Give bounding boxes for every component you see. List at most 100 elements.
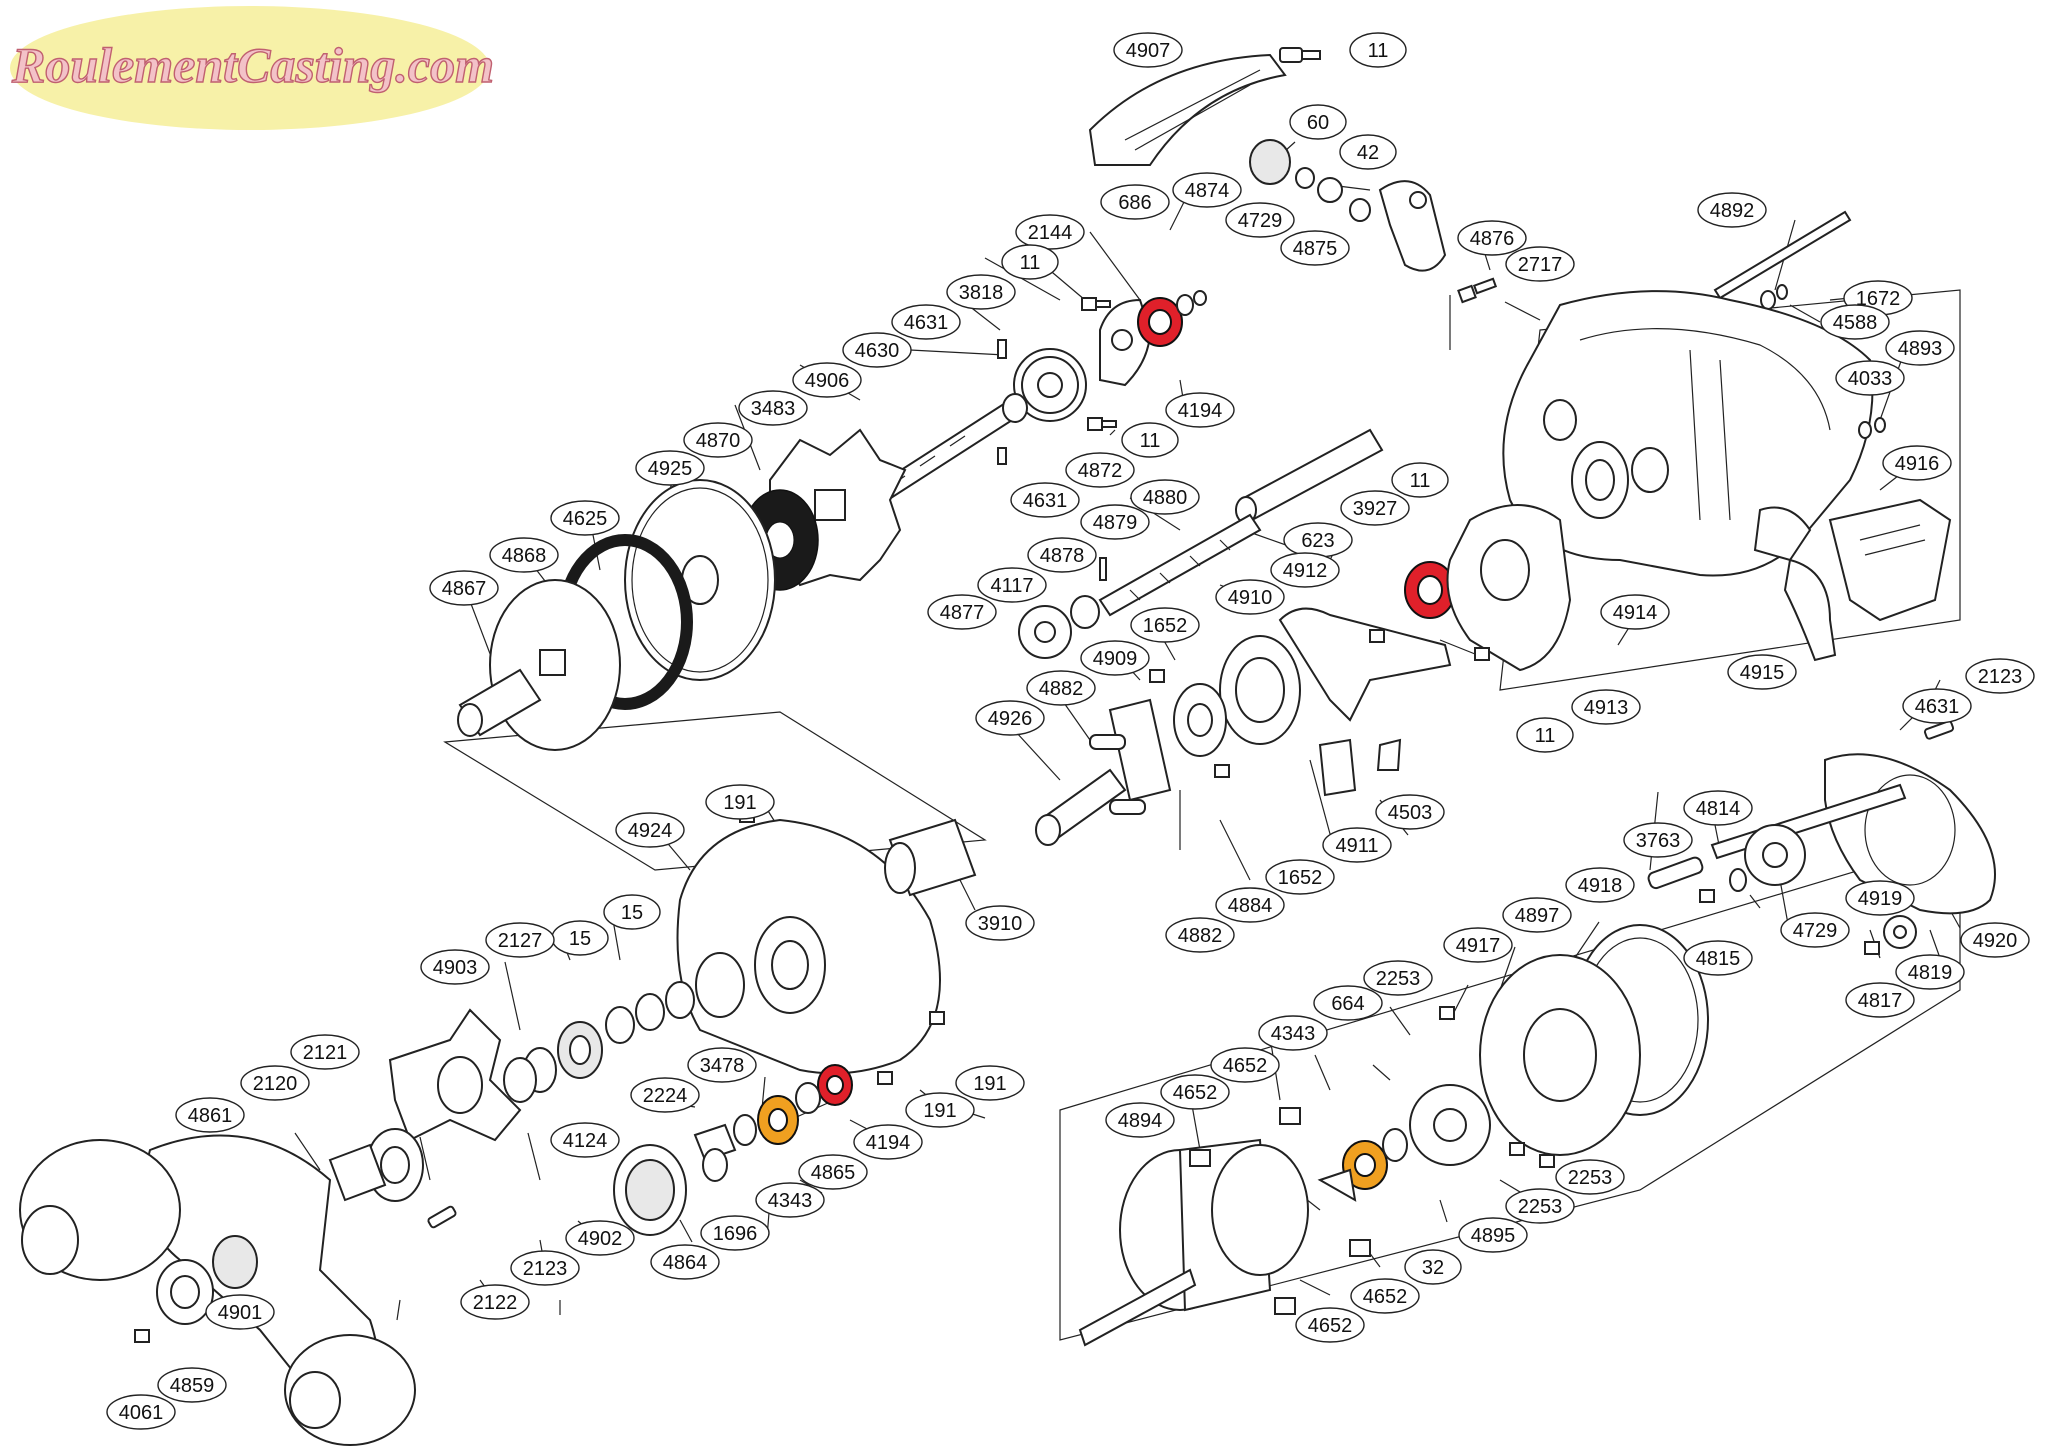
callout-bubble [946, 274, 1016, 310]
cover-4916 [1828, 498, 1952, 622]
callout-number: 4884 [1228, 895, 1273, 917]
screws-2253 [1439, 1006, 1555, 1168]
callout-4872: 4872 [1065, 452, 1135, 488]
callout-number: 2717 [1518, 254, 1563, 276]
callout-number: 4909 [1093, 648, 1138, 670]
callout-4878: 4878 [1027, 537, 1097, 573]
callout-bubble [1600, 594, 1670, 630]
callout-bubble [842, 332, 912, 368]
callout-4903: 4903 [420, 949, 490, 985]
callout-bubble [175, 1097, 245, 1133]
callout-4870: 4870 [683, 422, 753, 458]
callout-bubble [1845, 982, 1915, 1018]
callout-4892: 4892 [1697, 192, 1767, 228]
callout-bubble [1502, 897, 1572, 933]
callout-4913: 4913 [1571, 689, 1641, 725]
callout-4652b: 4652 [1160, 1074, 1230, 1110]
callout-4868: 4868 [489, 537, 559, 573]
callout-number: 4901 [218, 1302, 263, 1324]
callout-4117: 4117 [977, 567, 1047, 603]
star-drag-4902 [388, 1008, 522, 1142]
callout-4061: 4061 [106, 1394, 176, 1430]
callout-2120: 2120 [240, 1065, 310, 1101]
callout-number: 4124 [563, 1130, 608, 1152]
callout-number: 4343 [768, 1190, 813, 1212]
ring-4910 [1219, 635, 1301, 745]
callout-4814: 4814 [1683, 790, 1753, 826]
gear-4872 [1013, 348, 1087, 422]
callout-number: 11 [1410, 470, 1431, 492]
callout-bubble [1391, 462, 1449, 498]
callout-bubble [429, 570, 499, 606]
callout-number: 4729 [1793, 920, 1838, 942]
callout-4588: 4588 [1820, 304, 1890, 340]
callout-4033: 4033 [1835, 360, 1905, 396]
callout-32: 32 [1404, 1249, 1462, 1285]
callout-number: 4652 [1363, 1286, 1408, 1308]
callout-4914: 4914 [1600, 594, 1670, 630]
callout-bubble [1350, 1278, 1420, 1314]
callout-number: 4882 [1178, 925, 1223, 947]
callout-bubble [1295, 1307, 1365, 1343]
callout-number: 4876 [1470, 228, 1515, 250]
nut-4901 [212, 1235, 258, 1289]
callout-bubble [1902, 688, 1972, 724]
callout-3927: 3927 [1340, 490, 1410, 526]
screw-11-d [1474, 647, 1490, 661]
callout-bubble [615, 812, 685, 848]
callout-4893: 4893 [1885, 330, 1955, 366]
callout-bubble [977, 567, 1047, 603]
callout-4924: 4924 [615, 812, 685, 848]
callout-number: 15 [569, 928, 591, 950]
callout-number: 4867 [442, 578, 487, 600]
callout-bubble [1965, 658, 2035, 694]
callout-4917: 4917 [1443, 927, 1513, 963]
callout-bubble [1065, 452, 1135, 488]
callout-number: 4817 [1858, 990, 1903, 1012]
callout-4652c: 4652 [1350, 1278, 1420, 1314]
clip-4503 [1376, 738, 1402, 771]
callout-4867: 4867 [429, 570, 499, 606]
callout-686: 686 [1100, 184, 1170, 220]
bushing-4343-orange-a [757, 1095, 799, 1145]
callout-2127: 2127 [485, 922, 555, 958]
parts [19, 47, 1996, 1446]
callout-3478: 3478 [687, 1047, 757, 1083]
spring-3478 [733, 1114, 757, 1146]
callout-number: 4588 [1833, 312, 1878, 334]
callout-number: 664 [1331, 993, 1364, 1015]
callout-bubble [205, 1294, 275, 1330]
bearing-4865-red [817, 1064, 853, 1106]
callout-number: 191 [723, 792, 756, 814]
callout-1696: 1696 [700, 1215, 770, 1251]
callout-4884: 4884 [1215, 887, 1285, 923]
yoke-4882 [1108, 698, 1172, 802]
callout-number: 4913 [1584, 697, 1629, 719]
callout-number: 11 [1020, 252, 1041, 274]
callout-4864: 4864 [650, 1244, 720, 1280]
callout-number: 191 [923, 1100, 956, 1122]
callout-bubble [1215, 887, 1285, 923]
callout-number: 4874 [1185, 180, 1230, 202]
callout-bubble [1265, 859, 1335, 895]
callout-number: 2122 [473, 1292, 518, 1314]
gear-4919 [1744, 824, 1806, 886]
callout-bubble [550, 500, 620, 536]
callout-number: 4503 [1388, 802, 1433, 824]
callout-bubble [420, 949, 490, 985]
callout-number: 3763 [1636, 830, 1681, 852]
callout-number: 4652 [1308, 1315, 1353, 1337]
callout-bubble [1505, 1188, 1575, 1224]
callout-2253c: 2253 [1505, 1188, 1575, 1224]
screw-4876 [1457, 277, 1498, 304]
washers-1672-4588 [1760, 284, 1788, 310]
callout-bubble [1375, 794, 1445, 830]
callout-bubble [1683, 790, 1753, 826]
callout-number: 2224 [643, 1085, 688, 1107]
callout-11d: 11 [1391, 462, 1449, 498]
callout-4815: 4815 [1683, 940, 1753, 976]
spring-4631-a [997, 339, 1007, 359]
sideplate-4924 [676, 818, 941, 1075]
retainer-4859 [156, 1259, 214, 1325]
callout-bubble [1225, 202, 1295, 238]
